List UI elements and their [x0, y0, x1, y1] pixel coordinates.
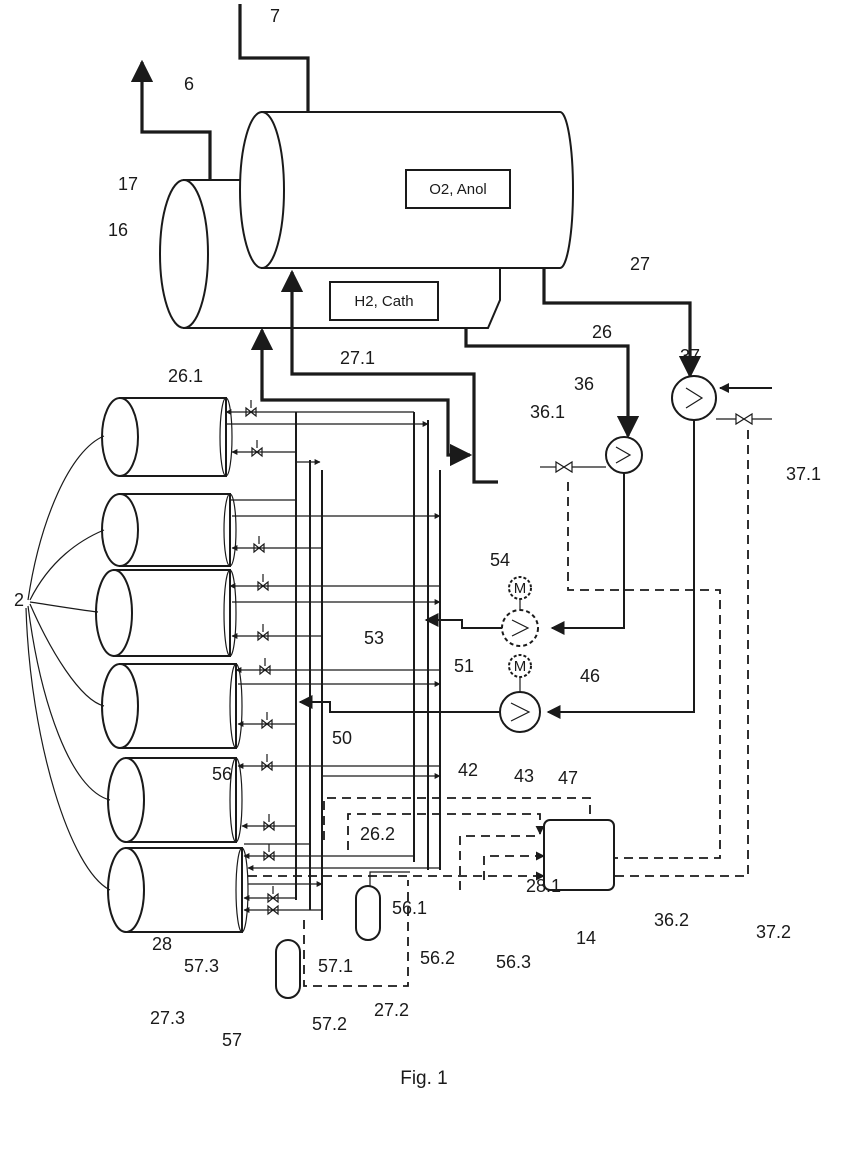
anode-box: O2, Anol [406, 170, 510, 208]
label-371: 37.1 [786, 464, 821, 484]
label-261: 26.1 [168, 366, 203, 386]
pipe-56-1 [370, 872, 410, 886]
label-362: 36.2 [654, 910, 689, 930]
label-14: 14 [576, 928, 596, 948]
pump-47: M [500, 655, 540, 732]
label-50: 50 [332, 728, 352, 748]
label-17: 17 [118, 174, 138, 194]
label-281: 28.1 [526, 876, 561, 896]
label-51: 51 [454, 656, 474, 676]
heat-exchanger-36 [606, 437, 642, 473]
label-46: 46 [580, 666, 600, 686]
label-57: 57 [222, 1030, 242, 1050]
branch-valves [246, 400, 278, 914]
tank-3 [96, 570, 236, 656]
label-36: 36 [574, 374, 594, 394]
label-562: 56.2 [420, 948, 455, 968]
label-42: 42 [458, 760, 478, 780]
label-2: 2 [14, 590, 24, 610]
anode-label: O2, Anol [429, 181, 487, 198]
line-46-out [426, 620, 502, 628]
label-56: 56 [212, 764, 232, 784]
figure-caption: Fig. 1 [400, 1068, 448, 1089]
label-571: 57.1 [318, 956, 353, 976]
motor-47-label: M [514, 658, 527, 675]
label-271: 27.1 [340, 348, 375, 368]
line-27 [544, 268, 690, 376]
label-563: 56.3 [496, 952, 531, 972]
cathode-label: H2, Cath [354, 293, 413, 310]
label-272: 27.2 [374, 1000, 409, 1020]
tank-branches [226, 412, 440, 910]
vessel-56-2 [356, 886, 380, 940]
line-26-1-left [262, 390, 470, 455]
cathode-box: H2, Cath [330, 282, 438, 320]
label-26: 26 [592, 322, 612, 342]
label-28: 28 [152, 934, 172, 954]
outlet-pipe-6 [142, 62, 210, 180]
tank-2 [102, 494, 236, 566]
label-372: 37.2 [756, 922, 791, 942]
pump-46: M [502, 577, 538, 646]
label-37: 37 [680, 346, 700, 366]
label-6: 6 [184, 74, 194, 94]
motor-46-label: M [514, 580, 527, 597]
label-573: 57.3 [184, 956, 219, 976]
label-273: 27.3 [150, 1008, 185, 1028]
label-53: 53 [364, 628, 384, 648]
label-561: 56.1 [392, 898, 427, 918]
tank-4 [102, 664, 242, 748]
valve-36-1 [540, 462, 606, 472]
label-16: 16 [108, 220, 128, 240]
label-27: 27 [630, 254, 650, 274]
line-47-out [300, 702, 500, 712]
valve-37-1 [716, 414, 772, 424]
label-47: 47 [558, 768, 578, 788]
tank-1 [102, 398, 232, 476]
label-361: 36.1 [530, 402, 565, 422]
label-262: 26.2 [360, 824, 395, 844]
tank-leaders [26, 436, 110, 890]
label-7: 7 [270, 6, 280, 26]
heat-exchanger-37 [672, 376, 716, 420]
tank-6 [108, 848, 248, 932]
label-43: 43 [514, 766, 534, 786]
label-572: 57.2 [312, 1014, 347, 1034]
line-36-to-46 [552, 473, 624, 628]
vessel-57 [276, 940, 300, 998]
label-54: 54 [490, 550, 510, 570]
